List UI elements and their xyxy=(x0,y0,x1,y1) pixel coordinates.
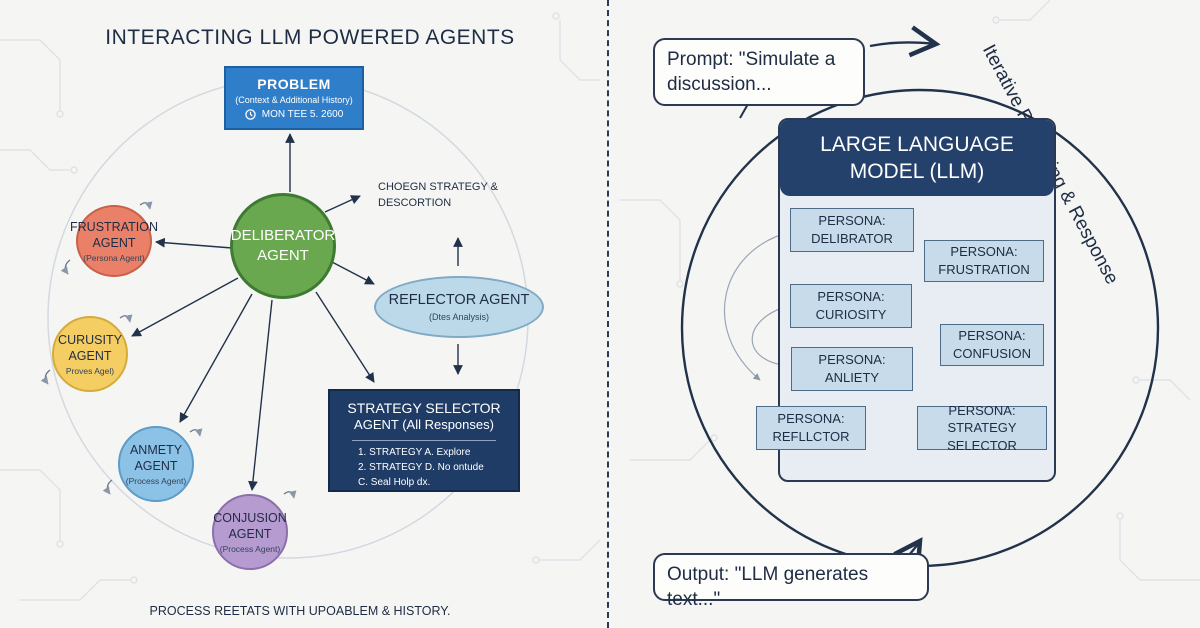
panel-divider xyxy=(607,0,609,628)
reflector-sub: (Dtes Analysis) xyxy=(428,312,490,322)
problem-subtitle: (Context & Additional History) xyxy=(235,95,353,105)
frustration-sub: (Persona Agent) xyxy=(83,253,145,264)
confusion-line1: CONJUSION xyxy=(213,510,287,525)
persona-confusion: PERSONA: CONFUSION xyxy=(940,324,1044,366)
confusion-line2: AGENT xyxy=(228,527,272,541)
cycle-icons xyxy=(40,201,297,499)
left-footer: PROCESS REETATS WITH UPOABLEM & HISTORY. xyxy=(149,604,451,618)
frustration-agent: FRUSTRATION AGENT (Persona Agent) xyxy=(70,205,158,277)
choose-line1: CHOEGN STRATEGY & xyxy=(378,181,499,193)
clock-icon xyxy=(245,109,256,120)
persona-label: PERSONA: xyxy=(818,352,886,368)
deliberator-agent: DELIBERATOR AGENT xyxy=(230,193,336,299)
problem-box: PROBLEM (Context & Additional History) M… xyxy=(224,66,364,130)
strategy-selector-box: STRATEGY SELECTOR AGENT (All Responses) … xyxy=(328,389,520,492)
persona-name: DELIBRATOR xyxy=(811,231,893,246)
curiosity-line2: AGENT xyxy=(68,349,112,363)
persona-reflector: PERSONA: REFLLCTOR xyxy=(756,406,866,450)
problem-date: MON TEE 5. 2600 xyxy=(261,109,344,120)
strategy-item: 1. STRATEGY A. Explore xyxy=(358,447,471,459)
anxiety-sub: (Process Agent) xyxy=(125,476,187,487)
persona-name: ANLIETY xyxy=(824,370,880,385)
llm-header: LARGE LANGUAGE MODEL (LLM) xyxy=(780,120,1054,196)
agent-connectors xyxy=(131,133,463,491)
reflector-agent: REFLECTOR AGENT (Dtes Analysis) xyxy=(374,276,544,338)
persona-label: PERSONA: xyxy=(948,402,1016,418)
strategy-divider xyxy=(352,440,496,442)
persona-label: PERSONA: xyxy=(777,411,845,427)
persona-label: PERSONA: xyxy=(818,213,886,229)
persona-label: PERSONA: xyxy=(958,328,1026,344)
prompt-to-ring-arrow xyxy=(739,103,749,119)
problem-date-row: MON TEE 5. 2600 xyxy=(245,109,344,120)
persona-deliberator: PERSONA: DELIBRATOR xyxy=(790,208,914,252)
reflector-title: REFLECTOR AGENT xyxy=(388,292,530,308)
strategy-list: 1. STRATEGY A. Explore 2. STRATEGY D. No… xyxy=(342,445,506,490)
strategy-item: C. Seal Holp dx. xyxy=(358,477,431,489)
persona-curiosity: PERSONA: CURIOSITY xyxy=(790,284,912,328)
deliberator-line1: DELIBERATOR xyxy=(230,226,336,244)
output-bubble: Output: "LLM generates text..." xyxy=(653,553,929,610)
curiosity-line1: CURUSITY xyxy=(58,332,122,347)
persona-name: STRATEGY SELECTOR xyxy=(947,420,1017,453)
curiosity-sub: Proves Agel) xyxy=(65,366,115,377)
persona-frustration: PERSONA: FRUSTRATION xyxy=(924,240,1044,282)
deliberator-line2: AGENT xyxy=(257,247,309,264)
frustration-line1: FRUSTRATION xyxy=(70,219,158,234)
anxiety-line1: ANMETY xyxy=(129,442,183,457)
ring-arrow-top xyxy=(869,25,941,58)
anxiety-agent: ANMETY AGENT (Process Agent) xyxy=(118,426,194,502)
circuit-decoration xyxy=(0,0,1200,601)
persona-name: REFLLCTOR xyxy=(772,429,850,444)
persona-name: CONFUSION xyxy=(953,346,1031,361)
confusion-agent: CONJUSION AGENT (Process Agent) xyxy=(212,494,288,570)
strategy-subtitle: AGENT (All Responses) xyxy=(354,417,494,433)
strategy-title: STRATEGY SELECTOR xyxy=(347,400,501,416)
problem-title: PROBLEM xyxy=(257,76,331,92)
curiosity-agent: CURUSITY AGENT Proves Agel) xyxy=(52,316,128,392)
persona-label: PERSONA: xyxy=(950,244,1018,260)
left-title: INTERACTING LLM POWERED AGENTS xyxy=(105,26,515,49)
anxiety-line2: AGENT xyxy=(134,459,178,473)
persona-anxiety: PERSONA: ANLIETY xyxy=(791,347,913,391)
strategy-item: 2. STRATEGY D. No ontude xyxy=(358,462,484,474)
choose-strategy-label: CHOEGN STRATEGY & DESCORTION xyxy=(378,180,498,212)
confusion-sub: (Process Agent) xyxy=(219,544,281,555)
persona-strategy-selector: PERSONA: STRATEGY SELECTOR xyxy=(917,403,1047,453)
choose-line2: DESCORTION xyxy=(378,196,452,209)
persona-label: PERSONA: xyxy=(817,289,885,305)
llm-title-line1: LARGE LANGUAGE xyxy=(820,132,1014,156)
persona-name: FRUSTRATION xyxy=(938,262,1030,277)
persona-name: CURIOSITY xyxy=(815,307,887,322)
frustration-line2: AGENT xyxy=(92,236,136,250)
prompt-bubble: Prompt: "Simulate a discussion... xyxy=(653,38,865,106)
llm-title-line2: MODEL (LLM) xyxy=(849,160,985,183)
